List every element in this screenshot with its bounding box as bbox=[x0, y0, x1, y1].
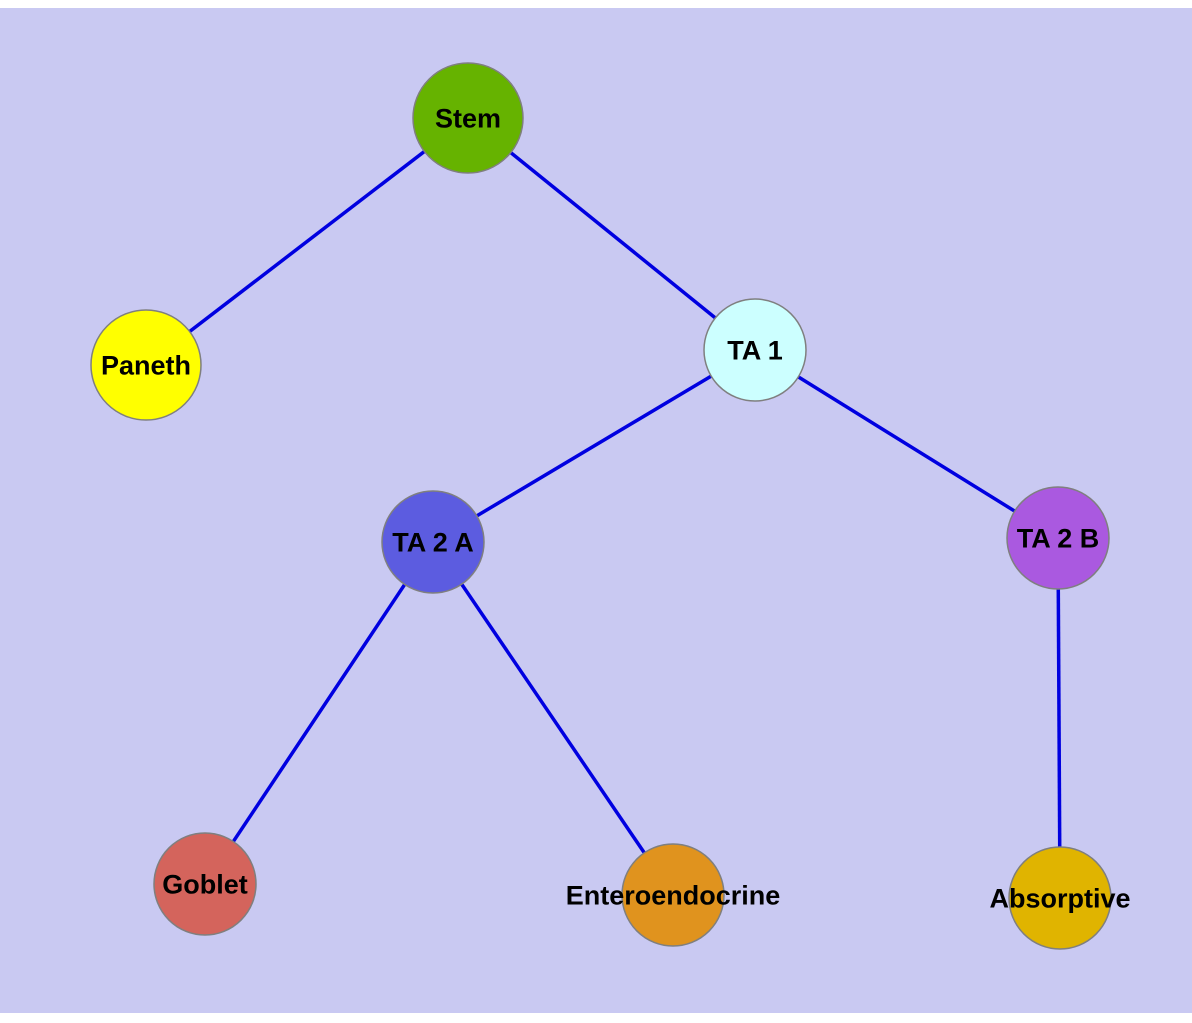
node-circle-stem[interactable] bbox=[412, 62, 524, 174]
node-circle-absorptive[interactable] bbox=[1008, 846, 1112, 950]
edge-ta-2-b-to-absorptive bbox=[1056, 537, 1062, 899]
node-ta-1[interactable]: TA 1 bbox=[703, 298, 807, 402]
node-label-goblet: Goblet bbox=[162, 869, 248, 899]
edge-stem-to-paneth bbox=[144, 116, 470, 367]
node-label-absorptive: Absorptive bbox=[989, 883, 1130, 913]
node-label-ta-2-a: TA 2 A bbox=[392, 527, 474, 557]
edge-ta-2-a-to-enteroendocrine bbox=[431, 541, 675, 896]
node-circle-paneth[interactable] bbox=[90, 309, 202, 421]
edge-ta-1-to-ta-2-a bbox=[432, 348, 756, 544]
node-circle-enteroendocrine[interactable] bbox=[621, 843, 725, 947]
node-paneth[interactable]: Paneth bbox=[90, 309, 202, 421]
node-label-ta-1: TA 1 bbox=[727, 335, 783, 365]
node-label-stem: Stem bbox=[435, 103, 501, 133]
node-stem[interactable]: Stem bbox=[412, 62, 524, 174]
node-label-ta-2-b: TA 2 B bbox=[1017, 523, 1100, 553]
node-circle-ta-1[interactable] bbox=[703, 298, 807, 402]
node-circle-goblet[interactable] bbox=[153, 832, 257, 936]
node-circle-ta-2-b[interactable] bbox=[1006, 486, 1110, 590]
edge-ta-2-a-to-goblet bbox=[203, 541, 435, 885]
node-ta-2-b[interactable]: TA 2 B bbox=[1006, 486, 1110, 590]
node-enteroendocrine[interactable]: Enteroendocrine bbox=[566, 843, 781, 947]
node-absorptive[interactable]: Absorptive bbox=[989, 846, 1131, 950]
node-goblet[interactable]: Goblet bbox=[153, 832, 257, 936]
edge-ta-1-to-ta-2-b bbox=[754, 348, 1059, 540]
node-ta-2-a[interactable]: TA 2 A bbox=[381, 490, 485, 594]
node-circle-ta-2-a[interactable] bbox=[381, 490, 485, 594]
edge-stem-to-ta-1 bbox=[466, 116, 757, 352]
node-label-enteroendocrine: Enteroendocrine bbox=[566, 880, 781, 910]
node-label-paneth: Paneth bbox=[101, 350, 191, 380]
